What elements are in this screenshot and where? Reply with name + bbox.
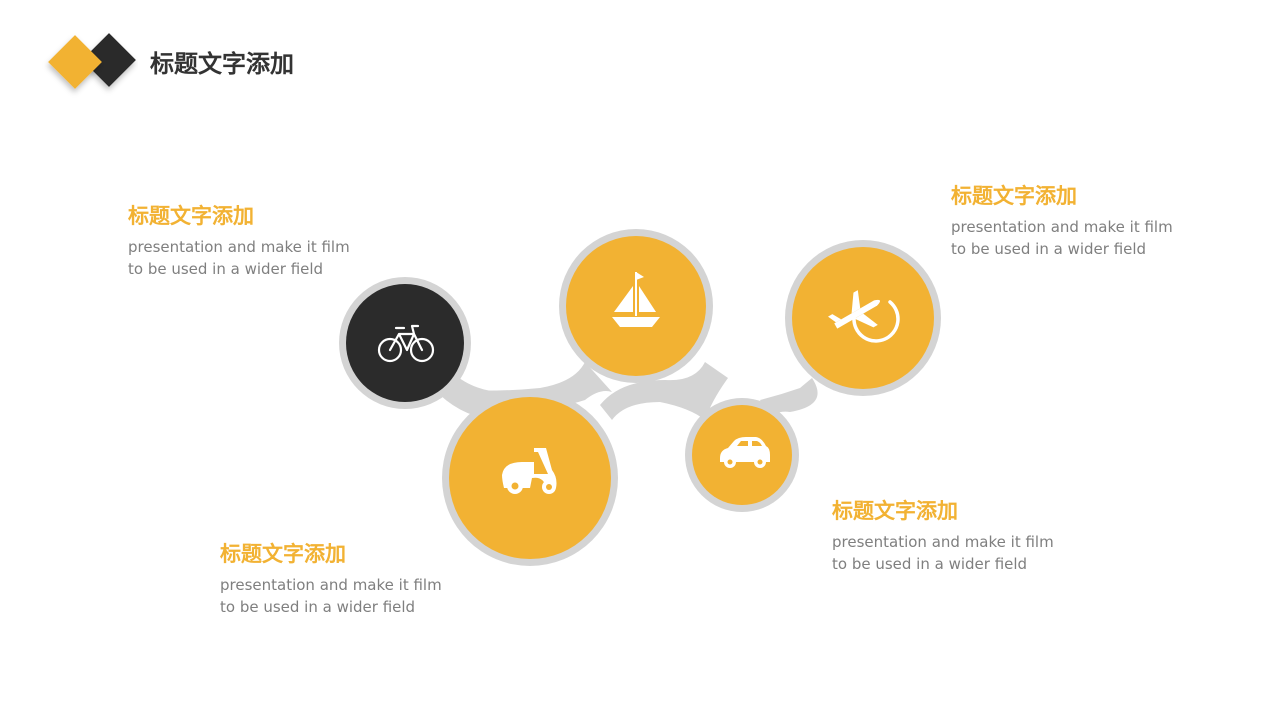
airplane-icon: [828, 290, 900, 343]
block-line-2: to be used in a wider field: [951, 240, 1147, 258]
sailboat-icon: [612, 272, 660, 327]
block-line-2: to be used in a wider field: [220, 598, 416, 616]
text-block-bottom-left: 标题文字添加 presentation and make it film to …: [220, 540, 442, 618]
logo-diamonds: [48, 33, 136, 89]
block-line-1: presentation and make it film: [832, 533, 1054, 551]
block-title: 标题文字添加: [832, 499, 958, 523]
node-bicycle: [346, 284, 464, 402]
block-title: 标题文字添加: [951, 184, 1077, 208]
block-title: 标题文字添加: [128, 204, 254, 228]
text-block-top-left: 标题文字添加 presentation and make it film to …: [128, 202, 350, 280]
connector-3: [600, 362, 728, 420]
block-line-1: presentation and make it film: [951, 218, 1173, 236]
page-title: 标题文字添加: [150, 50, 294, 78]
scooter-icon: [502, 448, 557, 494]
logo-dark-diamond: [82, 33, 136, 87]
block-line-1: presentation and make it film: [128, 238, 350, 256]
block-line-1: presentation and make it film: [220, 576, 442, 594]
block-line-2: to be used in a wider field: [832, 555, 1028, 573]
block-title: 标题文字添加: [220, 542, 346, 566]
logo-yellow-diamond: [48, 35, 102, 89]
block-line-2: to be used in a wider field: [128, 260, 324, 278]
text-block-top-right: 标题文字添加 presentation and make it film to …: [951, 182, 1173, 260]
text-block-bottom-right: 标题文字添加 presentation and make it film to …: [832, 497, 1054, 575]
bicycle-icon: [377, 324, 435, 363]
